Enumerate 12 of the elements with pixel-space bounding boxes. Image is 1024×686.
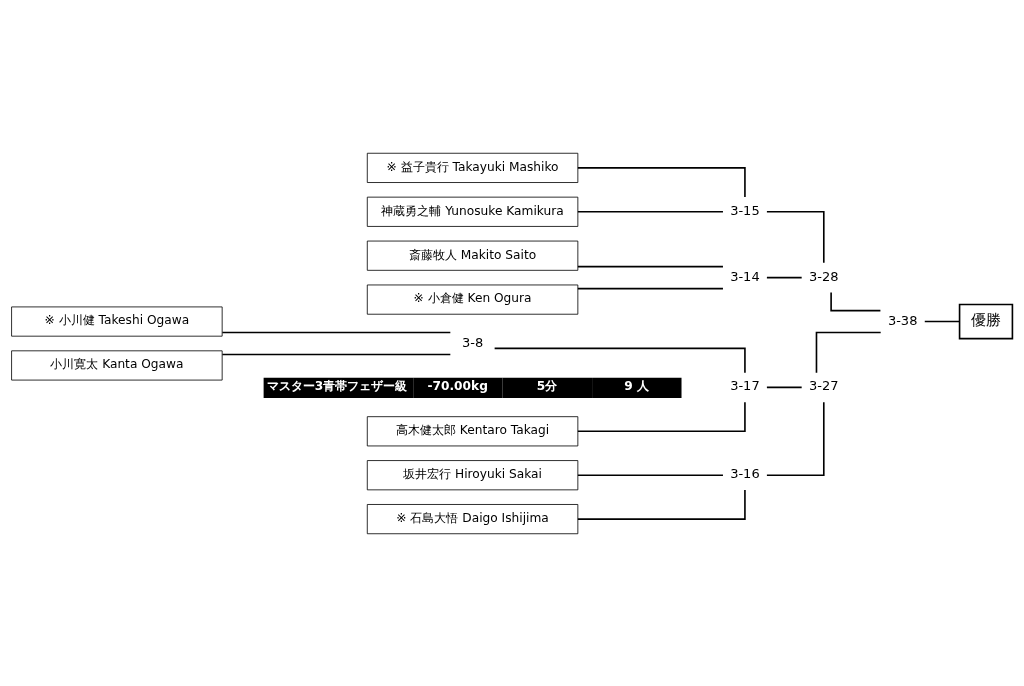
node-text: 3-16 (730, 465, 760, 481)
node-text: 3-8 (461, 334, 484, 350)
label: 9 人 (624, 378, 649, 393)
label: 5分 (536, 378, 558, 393)
node-text: 3-14 (730, 268, 760, 284)
node-text: 3-38 (887, 312, 918, 328)
label: -70.00kg (427, 378, 488, 393)
label: マスター3青帯フェザー級 (266, 378, 408, 393)
node-text: 3-27 (809, 377, 839, 393)
node-text: 3-28 (809, 268, 839, 284)
node-text: 3-15 (730, 202, 760, 218)
node-text: 3-17 (730, 377, 760, 393)
